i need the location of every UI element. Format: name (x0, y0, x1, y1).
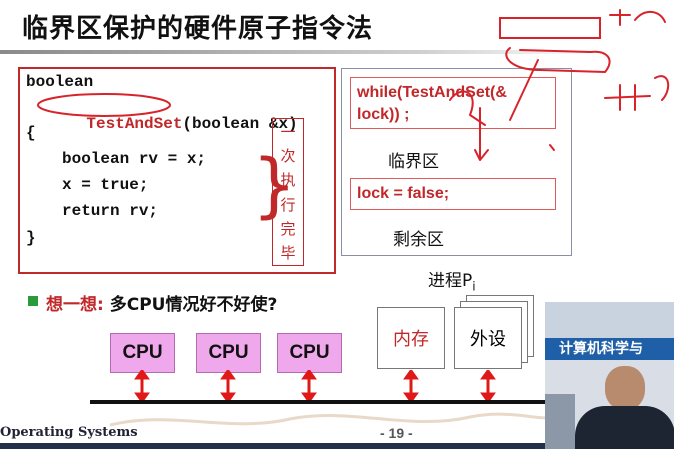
system-bus (90, 400, 560, 404)
title-divider (0, 50, 600, 54)
cpu-box: CPU (277, 333, 342, 373)
handwritten-ellipse-annotation (37, 93, 171, 117)
testandset-code-box: boolean TestAndSet(boolean &x) { boolean… (18, 67, 336, 274)
green-bullet-icon (28, 296, 38, 306)
exit-section-box: lock = false; (350, 178, 556, 210)
curly-brace-annotation: } (252, 144, 297, 226)
process-pi-label: 进程Pi (428, 266, 476, 293)
release-lock-line: lock = false; (357, 185, 450, 202)
video-wall (545, 302, 674, 342)
atomic-note-char: 执 (280, 171, 296, 190)
lecturer-head (605, 366, 645, 410)
slide-title: 临界区保护的硬件原子指令法 (22, 14, 374, 44)
peripheral-label: 外设 (470, 329, 506, 350)
while-line-1: while(TestAndSet(& (357, 84, 507, 101)
think-question: 想一想: 多CPU情况好不好使? (46, 290, 277, 315)
while-line-2: lock)) ; (357, 106, 410, 123)
code-open-brace: { (26, 124, 36, 142)
code-func-params: (boolean &x) (182, 115, 298, 133)
process-label-text: 进程P (428, 271, 473, 291)
cpu-box: CPU (110, 333, 175, 373)
process-label-subscript: i (472, 279, 476, 294)
code-line-x: x = true; (62, 176, 149, 194)
wave-decoration (110, 412, 550, 427)
lecturer-body (575, 406, 674, 449)
atomic-note-char: 行 (280, 195, 296, 214)
critical-section-label: 临界区 (388, 152, 439, 172)
cpu-box: CPU (196, 333, 261, 373)
lecturer-video: 计算机科学与 (545, 302, 674, 449)
atomic-note-char: 次 (280, 146, 296, 165)
code-func-name: TestAndSet (86, 115, 183, 133)
atomic-note-char: 完 (280, 219, 296, 238)
memory-label: 内存 (393, 329, 429, 350)
footer-bar (0, 443, 674, 449)
think-question-text: 多CPU情况好不好使? (109, 295, 278, 315)
entry-section-box: while(TestAndSet(& lock)) ; (350, 77, 556, 129)
memory-box: 内存 (377, 307, 445, 369)
peripheral-box: 外设 (454, 307, 522, 369)
atomic-note-char: 毕 (280, 244, 296, 263)
code-signature: TestAndSet(boolean &x) (48, 97, 298, 151)
page-number: - 19 - (380, 425, 413, 441)
code-close-brace: } (26, 229, 36, 247)
video-banner: 计算机科学与 (545, 338, 674, 360)
handwritten-ink-annotations (449, 9, 670, 161)
video-background-panel (545, 394, 575, 449)
think-lead: 想一想: (46, 295, 104, 315)
remainder-section-label: 剩余区 (393, 230, 444, 250)
code-line-return: return rv; (62, 202, 159, 220)
course-name: Operating Systems (0, 425, 138, 440)
atomic-execution-note: 一 次 执 行 完 毕 (272, 118, 304, 266)
atomic-note-char: 一 (280, 122, 296, 141)
code-return-type: boolean (26, 73, 94, 91)
process-box (341, 68, 572, 256)
bus-arrows (134, 370, 496, 402)
code-line-rv: boolean rv = x; (62, 150, 207, 168)
